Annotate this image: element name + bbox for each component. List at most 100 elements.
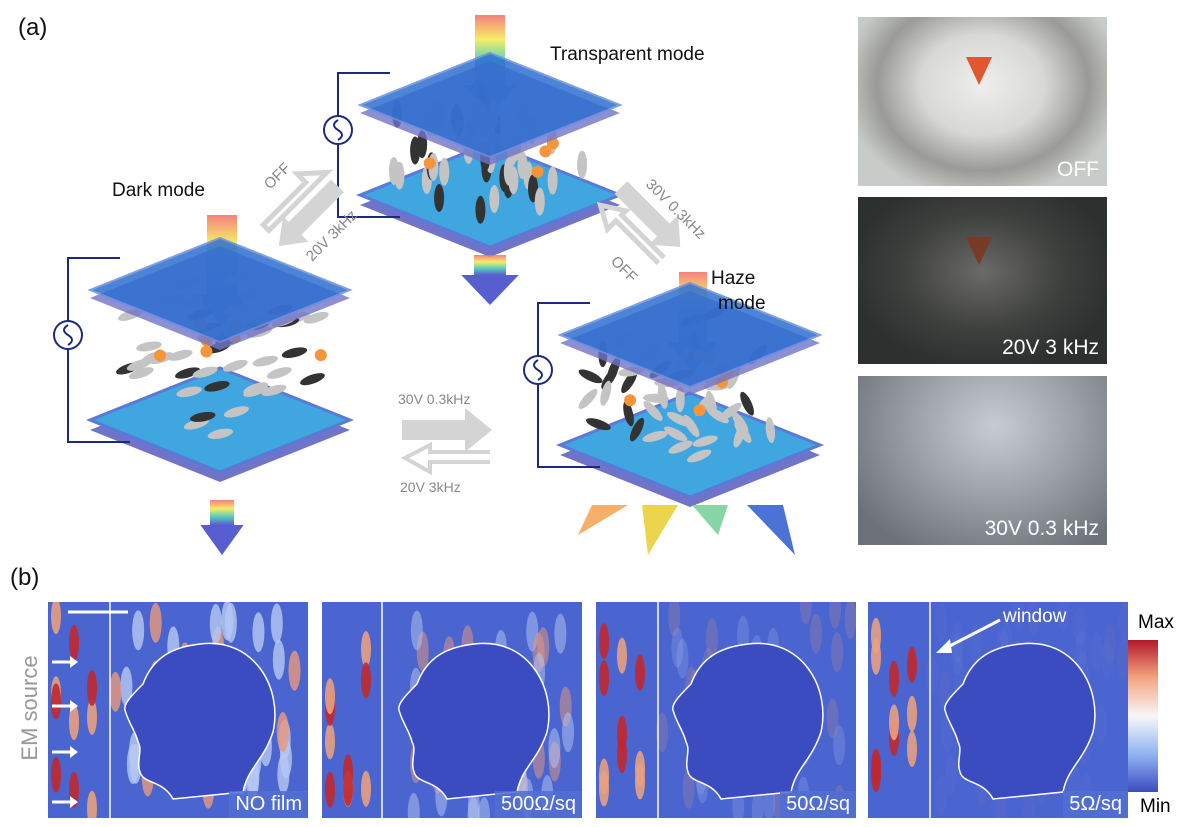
arrow-label-20v-bottom: 20V 3kHz <box>400 479 461 495</box>
light-beam <box>474 255 506 275</box>
lc-molecule <box>629 417 645 442</box>
lc-molecule <box>266 367 292 379</box>
part-a-label: (a) <box>18 14 48 41</box>
lc-molecule <box>243 384 268 397</box>
lc-molecule <box>578 388 598 409</box>
photo-caption: OFF <box>1057 158 1099 181</box>
lc-molecule <box>300 373 325 386</box>
lc-molecule <box>189 411 216 422</box>
photo-off: OFF <box>858 17 1107 186</box>
panel-caption: 5Ω/sq <box>1063 791 1128 818</box>
lc-molecule <box>252 355 278 367</box>
dye-particle <box>423 157 436 170</box>
dye-particle <box>539 145 552 158</box>
haze-mode-device <box>523 281 825 507</box>
part-b-label: (b) <box>10 564 40 591</box>
lc-molecule <box>475 195 486 224</box>
chick-beak <box>966 57 992 85</box>
em-field-panel: 5Ω/sq <box>868 602 1128 818</box>
lc-molecule <box>204 381 230 392</box>
lc-molecule <box>642 430 668 442</box>
lc-molecule <box>664 426 688 442</box>
em-field-panel: 50Ω/sq <box>596 602 856 818</box>
scattered-light-arrow <box>642 505 678 555</box>
lc-molecule <box>621 370 638 394</box>
photo-caption: 30V 0.3 kHz <box>984 517 1099 540</box>
panel-caption: 500Ω/sq <box>495 791 582 818</box>
panel-caption: NO film <box>229 791 308 818</box>
window-arrow-icon <box>936 618 1001 653</box>
chick-beak <box>966 237 992 265</box>
lc-molecule <box>207 428 234 439</box>
transition-arrow-left <box>259 169 344 247</box>
lc-molecule <box>388 156 399 185</box>
lc-molecule <box>508 166 519 195</box>
light-beam <box>210 500 234 525</box>
lc-molecule <box>578 369 603 384</box>
colorbar <box>1128 640 1158 792</box>
lc-molecule <box>192 366 218 378</box>
colorbar-min-label: Min <box>1140 796 1171 817</box>
head-silhouette <box>672 642 824 800</box>
dark-mode-device <box>53 236 355 482</box>
transparent-mode-label: Transparent mode <box>550 44 705 65</box>
lc-molecule <box>261 384 287 397</box>
head-silhouette <box>398 642 550 800</box>
lc-molecule <box>675 386 685 413</box>
dye-particle <box>154 349 167 362</box>
arrow-label-30v-bottom: 30V 0.3kHz <box>398 391 470 407</box>
arrow-label-off-right: OFF <box>607 253 640 286</box>
em-source-arrows <box>52 610 128 808</box>
lc-molecule <box>683 414 700 438</box>
lc-molecule <box>687 449 712 463</box>
head-silhouette <box>124 642 276 800</box>
em-source-label: EM source <box>17 655 42 761</box>
lc-molecule <box>167 349 193 361</box>
em-field-panel: 500Ω/sq <box>322 602 582 818</box>
lc-molecule <box>577 150 588 179</box>
lc-molecule <box>176 386 202 398</box>
dye-particle <box>314 349 327 362</box>
transition-arrow-right <box>596 181 681 265</box>
haze-mode-label-2: mode <box>718 293 766 314</box>
lc-molecule <box>731 411 749 434</box>
transition-arrow-bottom <box>400 408 492 476</box>
lc-molecule <box>128 367 154 380</box>
head-silhouette <box>944 642 1096 800</box>
panel-caption: 50Ω/sq <box>780 791 856 818</box>
lc-molecule <box>623 400 634 427</box>
lc-molecule <box>643 401 663 421</box>
lc-molecule <box>223 406 249 418</box>
lc-mode-diagram: OFF 20V 3kHz 30V 0.3kHz OFF 30V 0.3kHz 2… <box>53 15 825 555</box>
photo-caption: 20V 3 kHz <box>1002 336 1099 359</box>
lc-molecule <box>303 311 329 324</box>
lc-molecule <box>668 440 693 454</box>
lc-molecule <box>434 183 445 212</box>
lc-molecule <box>136 341 162 352</box>
scattered-light-arrow <box>747 505 795 555</box>
scattered-light-arrow <box>692 505 728 535</box>
photo-20v: 20V 3 kHz <box>858 197 1107 364</box>
dye-particle <box>693 404 706 417</box>
lc-molecule <box>489 185 500 214</box>
haze-mode-label-1: Haze <box>711 268 756 289</box>
dye-particle <box>200 345 213 358</box>
transparent-mode-device <box>323 51 625 257</box>
window-label: window <box>1003 606 1067 627</box>
dye-particle <box>624 394 637 407</box>
scattered-light-arrow <box>578 505 628 535</box>
dye-particle <box>531 165 544 178</box>
dark-mode-label: Dark mode <box>112 180 205 201</box>
lc-molecule <box>222 359 248 372</box>
lc-molecule <box>642 393 669 403</box>
lc-molecule <box>126 358 152 371</box>
arrow-label-off-left: OFF <box>261 160 294 193</box>
lc-molecule <box>281 347 308 358</box>
lc-molecule <box>547 166 558 195</box>
em-field-panel: NO film <box>48 602 308 818</box>
lc-molecule <box>765 417 776 444</box>
lc-molecule <box>720 402 742 420</box>
colorbar-max-label: Max <box>1138 612 1174 633</box>
photo-30v: 30V 0.3 kHz <box>858 376 1107 545</box>
lc-molecule <box>439 157 450 186</box>
